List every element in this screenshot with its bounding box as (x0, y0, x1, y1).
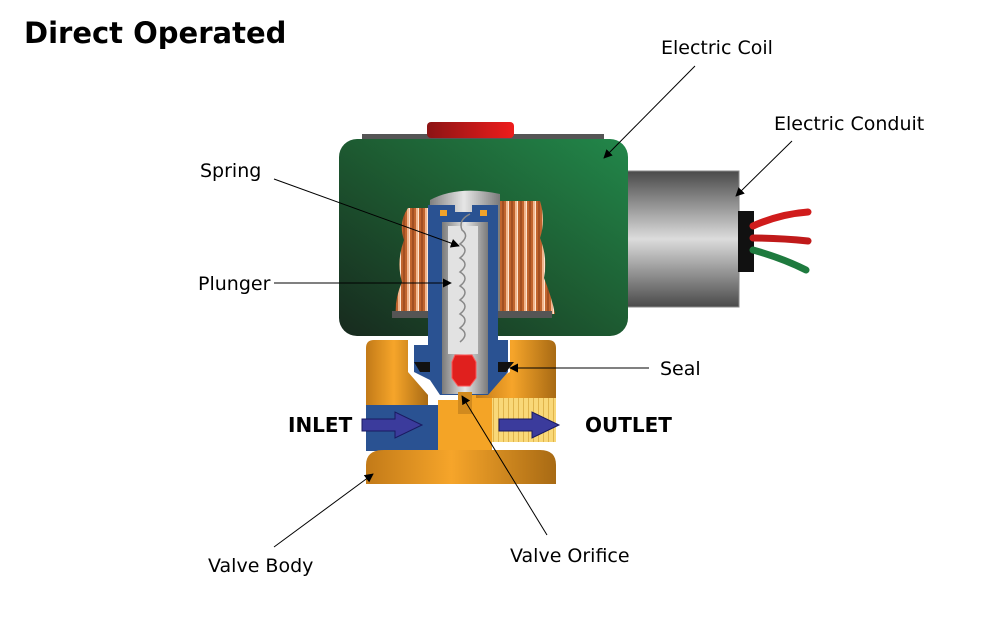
plunger-seat (451, 354, 477, 387)
seal-left (414, 362, 430, 372)
spring (458, 213, 471, 343)
label-seal: Seal (660, 358, 701, 380)
wire-red-middle (749, 234, 812, 245)
leader-electric-coil (603, 65, 696, 159)
leader-valve-orifice (461, 395, 548, 536)
valve-orifice (458, 392, 472, 414)
valve-body-right (476, 340, 556, 410)
leader-electric-conduit (735, 140, 793, 197)
label-plunger: Plunger (198, 273, 271, 295)
wire-red-top (749, 208, 812, 230)
label-electric-conduit: Electric Conduit (774, 113, 925, 135)
tube-pin-left (440, 210, 447, 216)
valve-body (366, 340, 428, 410)
conduit-grommet (738, 211, 754, 272)
inlet-arrow-icon (361, 411, 424, 439)
wire-green (749, 246, 810, 274)
plunger (448, 226, 478, 354)
label-valve-body: Valve Body (208, 555, 314, 577)
valve-body-base (366, 450, 556, 484)
leader-spring (273, 178, 460, 248)
outlet-arrow-icon (498, 411, 561, 439)
page-title: Direct Operated (24, 16, 287, 50)
copper-winding-left (395, 208, 436, 318)
coil-cap (427, 122, 514, 138)
label-valve-orifice: Valve Orifice (510, 545, 630, 567)
label-electric-coil: Electric Coil (661, 37, 773, 59)
copper-winding-right (500, 201, 555, 314)
electric-conduit (624, 170, 740, 308)
label-inlet: INLET (288, 413, 353, 437)
leader-valve-body (273, 473, 374, 548)
tube-pin-right (480, 210, 487, 216)
label-outlet: OUTLET (585, 413, 672, 437)
label-spring: Spring (200, 160, 262, 182)
valve-body-center (438, 390, 492, 450)
